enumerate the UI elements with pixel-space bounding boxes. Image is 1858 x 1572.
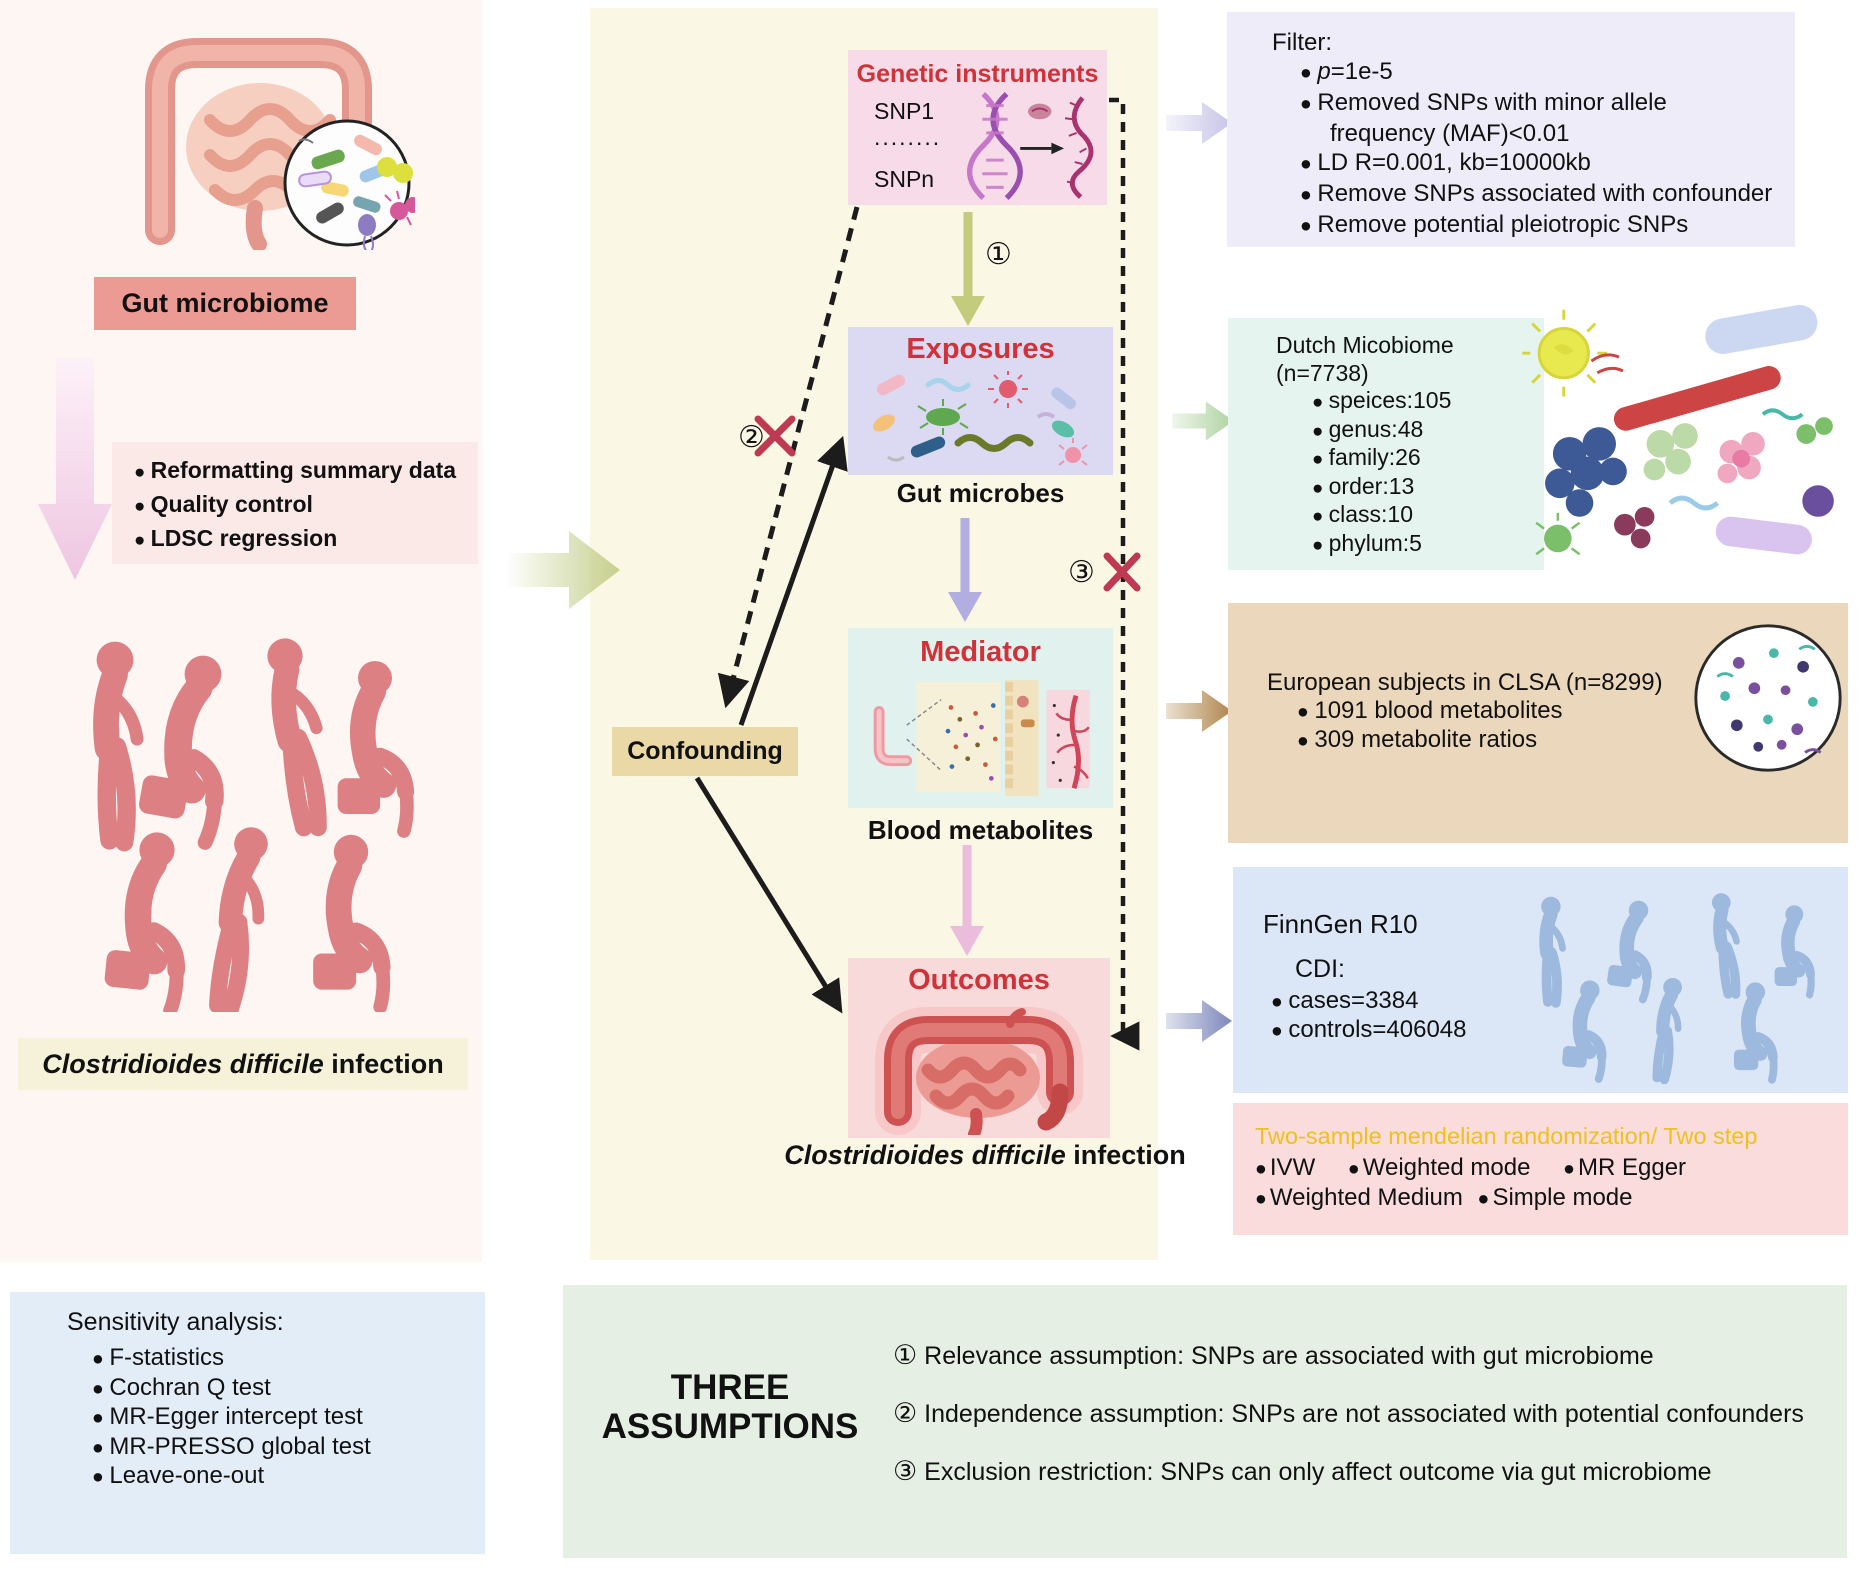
qc-item: Reformatting summary data <box>134 454 478 488</box>
finngen-title: FinnGen R10 <box>1263 909 1418 939</box>
finngen-items: cases=3384 controls=406048 <box>1271 987 1467 1045</box>
mr-title: Two-sample mendelian randomization/ Two … <box>1255 1123 1758 1149</box>
mr-row: Weighted Medium Simple mode <box>1255 1184 1838 1212</box>
finngen-subtitle: CDI: <box>1295 955 1345 983</box>
mr-method: Weighted Medium <box>1255 1184 1463 1212</box>
mr-method: MR Egger <box>1563 1154 1686 1182</box>
crowd-illustration-blue <box>1473 875 1843 1085</box>
assumptions-title-line1: THREE <box>670 1368 790 1407</box>
clsa-item: 1091 blood metabolites <box>1297 697 1838 726</box>
qc-item: LDSC regression <box>134 522 478 556</box>
assumption-item: ③ Exclusion restriction: SNPs can only a… <box>893 1456 1712 1487</box>
finngen-item: controls=406048 <box>1271 1016 1466 1045</box>
clsa-title: European subjects in CLSA (n=8299) <box>1267 669 1663 696</box>
arrow-right-lavender-icon <box>1166 102 1232 144</box>
gut-anatomy-illustration <box>145 38 415 250</box>
exposures-box: Exposures <box>848 327 1113 475</box>
gut-microbes-caption: Gut microbes <box>896 478 1065 508</box>
filter-item: Removed SNPs with minor allele frequency… <box>1300 88 1773 148</box>
assumption-2-marker: ② <box>738 420 765 455</box>
clsa-item: 309 metabolite ratios <box>1297 726 1838 755</box>
mediator-title: Mediator <box>920 636 1041 668</box>
mr-method: IVW <box>1255 1154 1315 1182</box>
microbiome-collage-illustration <box>1522 304 1834 556</box>
bacteria-icons <box>298 134 415 250</box>
cdi-infection-text: infection <box>323 1049 444 1079</box>
arrow-right-green-icon <box>1172 401 1234 441</box>
dutch-item: family:26 <box>1312 444 1534 473</box>
filter-item: Remove potential pleiotropic SNPs <box>1300 210 1773 241</box>
mr-method: Weighted mode <box>1348 1154 1531 1182</box>
dutch-item: genus:48 <box>1312 416 1534 445</box>
snp-dots-label: ........ <box>874 124 942 150</box>
finngen-box: FinnGen R10 CDI: cases=3384 controls=406… <box>1233 867 1848 1093</box>
gut-microbiome-text: Gut microbiome <box>121 288 329 318</box>
filter-title: Filter: <box>1272 29 1332 56</box>
sensitivity-item: F-statistics <box>92 1344 371 1374</box>
assumption-item: ① Relevance assumption: SNPs are associa… <box>893 1340 1654 1371</box>
filter-item: LD R=0.001, kb=10000kb <box>1300 148 1773 179</box>
outcomes-title: Outcomes <box>908 964 1050 996</box>
mr-method: Simple mode <box>1478 1184 1632 1212</box>
blood-metabolites-caption: Blood metabolites <box>867 815 1094 845</box>
inflamed-intestine-illustration <box>875 1007 1083 1135</box>
metabolite-transport-illustration <box>873 679 1090 797</box>
crowd-illustration-rose <box>45 612 445 1012</box>
confounding-box: Confounding <box>612 727 798 776</box>
cdi-caption-middle: Clostridioides difficile infection <box>760 1140 1210 1171</box>
dutch-item: class:10 <box>1312 501 1534 530</box>
cdi-infection-text: infection <box>1065 1140 1186 1170</box>
sensitivity-item: Cochran Q test <box>92 1374 371 1404</box>
assumption-1-marker: ① <box>985 237 1012 272</box>
assumption-3-marker: ③ <box>1068 555 1095 590</box>
sensitivity-title: Sensitivity analysis: <box>67 1308 284 1336</box>
outcomes-box: Outcomes <box>848 958 1110 1138</box>
finngen-item: cases=3384 <box>1271 987 1467 1016</box>
filter-box: Filter: ● p=1e-5 Removed SNPs with minor… <box>1227 12 1795 247</box>
snp-first-label: SNP1 <box>874 98 935 124</box>
mediator-box: Mediator <box>848 628 1113 808</box>
assumptions-panel <box>563 1285 1847 1558</box>
arrow-right-blue-icon <box>1166 1000 1232 1042</box>
assumptions-list: ① Relevance assumption: SNPs are associa… <box>893 1340 1804 1487</box>
dutch-microbiome-box: Dutch Micobiome (n=7738) speices:105 gen… <box>1228 318 1544 570</box>
cdi-label-left: Clostridioides difficile infection <box>18 1038 468 1090</box>
qc-steps-box: Reformatting summary data Quality contro… <box>112 442 478 564</box>
dna-helix-icon <box>967 91 1094 200</box>
dutch-subtitle: (n=7738) <box>1276 359 1369 386</box>
assumptions-title: THREE ASSUMPTIONS <box>580 1368 880 1446</box>
assumption-item: ② Independence assumption: SNPs are not … <box>893 1398 1804 1429</box>
right-arrow-olive-icon <box>505 531 620 609</box>
gut-microbes-illustration <box>873 371 1088 466</box>
cdi-species-italic: Clostridioides difficile <box>784 1140 1066 1170</box>
exposures-title: Exposures <box>906 333 1055 365</box>
filter-item: ● p=1e-5 <box>1300 58 1393 85</box>
mr-methods-box: Two-sample mendelian randomization/ Two … <box>1233 1103 1848 1235</box>
dutch-title: Dutch Micobiome <box>1276 332 1454 358</box>
arrow-right-brown-icon <box>1166 690 1232 732</box>
genetic-instruments-title: Genetic instruments <box>856 60 1099 88</box>
qc-item: Quality control <box>134 488 478 522</box>
genetic-instruments-box: Genetic instruments SNP1 ........ SNPn <box>848 50 1107 205</box>
mr-row: IVW Weighted mode MR Egger <box>1255 1154 1838 1182</box>
dutch-item: order:13 <box>1312 473 1534 502</box>
gut-microbiome-label: Gut microbiome <box>94 277 356 330</box>
snp-last-label: SNPn <box>874 166 935 192</box>
cdi-species-italic: Clostridioides difficile <box>42 1049 324 1079</box>
metabolite-dots-illustration <box>1694 624 1842 772</box>
dutch-item: phylum:5 <box>1312 530 1534 559</box>
down-arrow-pink-icon <box>38 358 112 580</box>
filter-item: Remove SNPs associated with confounder <box>1300 179 1773 210</box>
dutch-item: speices:105 <box>1312 387 1534 416</box>
sensitivity-item: MR-PRESSO global test <box>92 1433 370 1463</box>
assumptions-title-line2: ASSUMPTIONS <box>601 1407 859 1446</box>
sensitivity-item: MR-Egger intercept test <box>92 1403 371 1433</box>
sensitivity-item: Leave-one-out <box>92 1462 371 1492</box>
sensitivity-list: F-statistics Cochran Q test MR-Egger int… <box>92 1344 371 1492</box>
